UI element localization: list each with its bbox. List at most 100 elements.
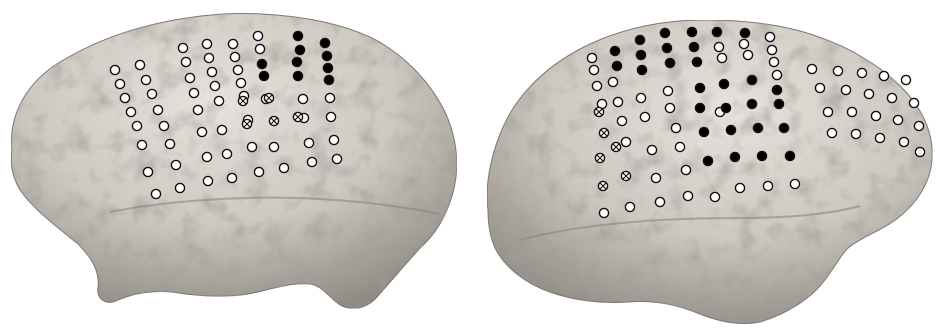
electrode-open: [864, 89, 873, 98]
electrode-open: [181, 57, 190, 66]
electrode-filled: [259, 71, 268, 80]
electrode-filled: [726, 125, 735, 134]
electrode-open: [222, 149, 231, 158]
electrode-open: [132, 121, 141, 130]
electrode-open: [269, 142, 278, 151]
brain-right-hemisphere: [487, 20, 932, 324]
electrode-open: [665, 103, 674, 112]
electrode-open: [115, 79, 124, 88]
electrode-crossed: [238, 96, 247, 105]
electrode-open: [227, 173, 236, 182]
electrode-open: [236, 78, 245, 87]
electrode-open: [325, 93, 334, 102]
electrode-open: [681, 165, 690, 174]
electrode-open: [901, 75, 910, 84]
electrode-open: [159, 121, 168, 130]
electrode-open: [141, 75, 150, 84]
electrode-filled: [293, 31, 302, 40]
electrode-open: [203, 176, 212, 185]
electrode-open: [621, 137, 630, 146]
electrode-open: [914, 121, 923, 130]
electrode-open: [647, 145, 656, 154]
electrode-open: [135, 60, 144, 69]
electrode-crossed: [269, 116, 278, 125]
electrode-filled: [779, 123, 788, 132]
electrode-open: [613, 97, 622, 106]
electrode-open: [772, 70, 781, 79]
electrode-open: [675, 142, 684, 151]
electrode-open: [207, 67, 216, 76]
electrode-filled: [635, 35, 644, 44]
electrode-open: [175, 183, 184, 192]
electrode-open: [827, 128, 836, 137]
electrode-crossed: [264, 93, 273, 102]
electrode-crossed: [293, 112, 302, 121]
electrode-open: [857, 68, 866, 77]
electrode-filled: [660, 28, 669, 37]
electrode-filled: [753, 123, 762, 132]
electrode-open: [739, 39, 748, 48]
electrode-open: [147, 89, 156, 98]
electrode-open: [214, 96, 223, 105]
electrode-filled: [292, 57, 301, 66]
electrode-open: [790, 179, 799, 188]
electrode-open: [153, 105, 162, 114]
electrode-open: [587, 53, 596, 62]
electrode-filled: [612, 61, 621, 70]
electrode-open: [640, 112, 649, 121]
electrode-filled: [740, 28, 749, 37]
electrode-open: [332, 154, 341, 163]
electrode-open: [599, 208, 608, 217]
electrode-open: [228, 39, 237, 48]
electrode-crossed: [595, 153, 604, 162]
electrode-crossed: [611, 142, 620, 151]
electrode-filled: [699, 127, 708, 136]
electrode-filled: [637, 65, 646, 74]
electrode-open: [735, 183, 744, 192]
electrode-filled: [689, 42, 698, 51]
electrode-open: [193, 105, 202, 114]
electrode-open: [307, 157, 316, 166]
electrode-open: [833, 66, 842, 75]
electrode-open: [717, 53, 726, 62]
electrode-open: [255, 44, 264, 53]
electrode-filled: [774, 99, 783, 108]
electrode-open: [743, 50, 752, 59]
electrode-filled: [757, 151, 766, 160]
electrode-open: [589, 65, 598, 74]
electrode-filled: [324, 75, 333, 84]
electrode-open: [841, 85, 850, 94]
electrode-open: [189, 88, 198, 97]
electrode-open: [671, 123, 680, 132]
electrode-open: [165, 139, 174, 148]
electrode-open: [126, 107, 135, 116]
electrode-open: [110, 65, 119, 74]
electrode-filled: [695, 83, 704, 92]
electrode-filled: [662, 43, 671, 52]
electrode-open: [204, 53, 213, 62]
brain-right-surface: [487, 20, 932, 324]
electrode-open: [151, 189, 160, 198]
electrode-open: [197, 127, 206, 136]
electrode-filled: [747, 75, 756, 84]
electrode-filled: [323, 63, 332, 72]
electrode-filled: [772, 85, 781, 94]
electrode-crossed: [594, 107, 603, 116]
electrode-open: [329, 135, 338, 144]
electrode-open: [909, 98, 918, 107]
electrode-filled: [712, 27, 721, 36]
electrode-filled: [730, 152, 739, 161]
electrode-open: [304, 138, 313, 147]
electrode-open: [710, 192, 719, 201]
electrode-open: [625, 202, 634, 211]
electrode-filled: [719, 79, 728, 88]
electrode-open: [651, 173, 660, 182]
electrode-open: [210, 81, 219, 90]
electrode-filled: [695, 103, 704, 112]
electrode-crossed: [621, 171, 630, 180]
electrode-open: [871, 111, 880, 120]
electrode-open: [202, 152, 211, 161]
electrode-open: [253, 31, 262, 40]
electrode-open: [915, 147, 924, 156]
